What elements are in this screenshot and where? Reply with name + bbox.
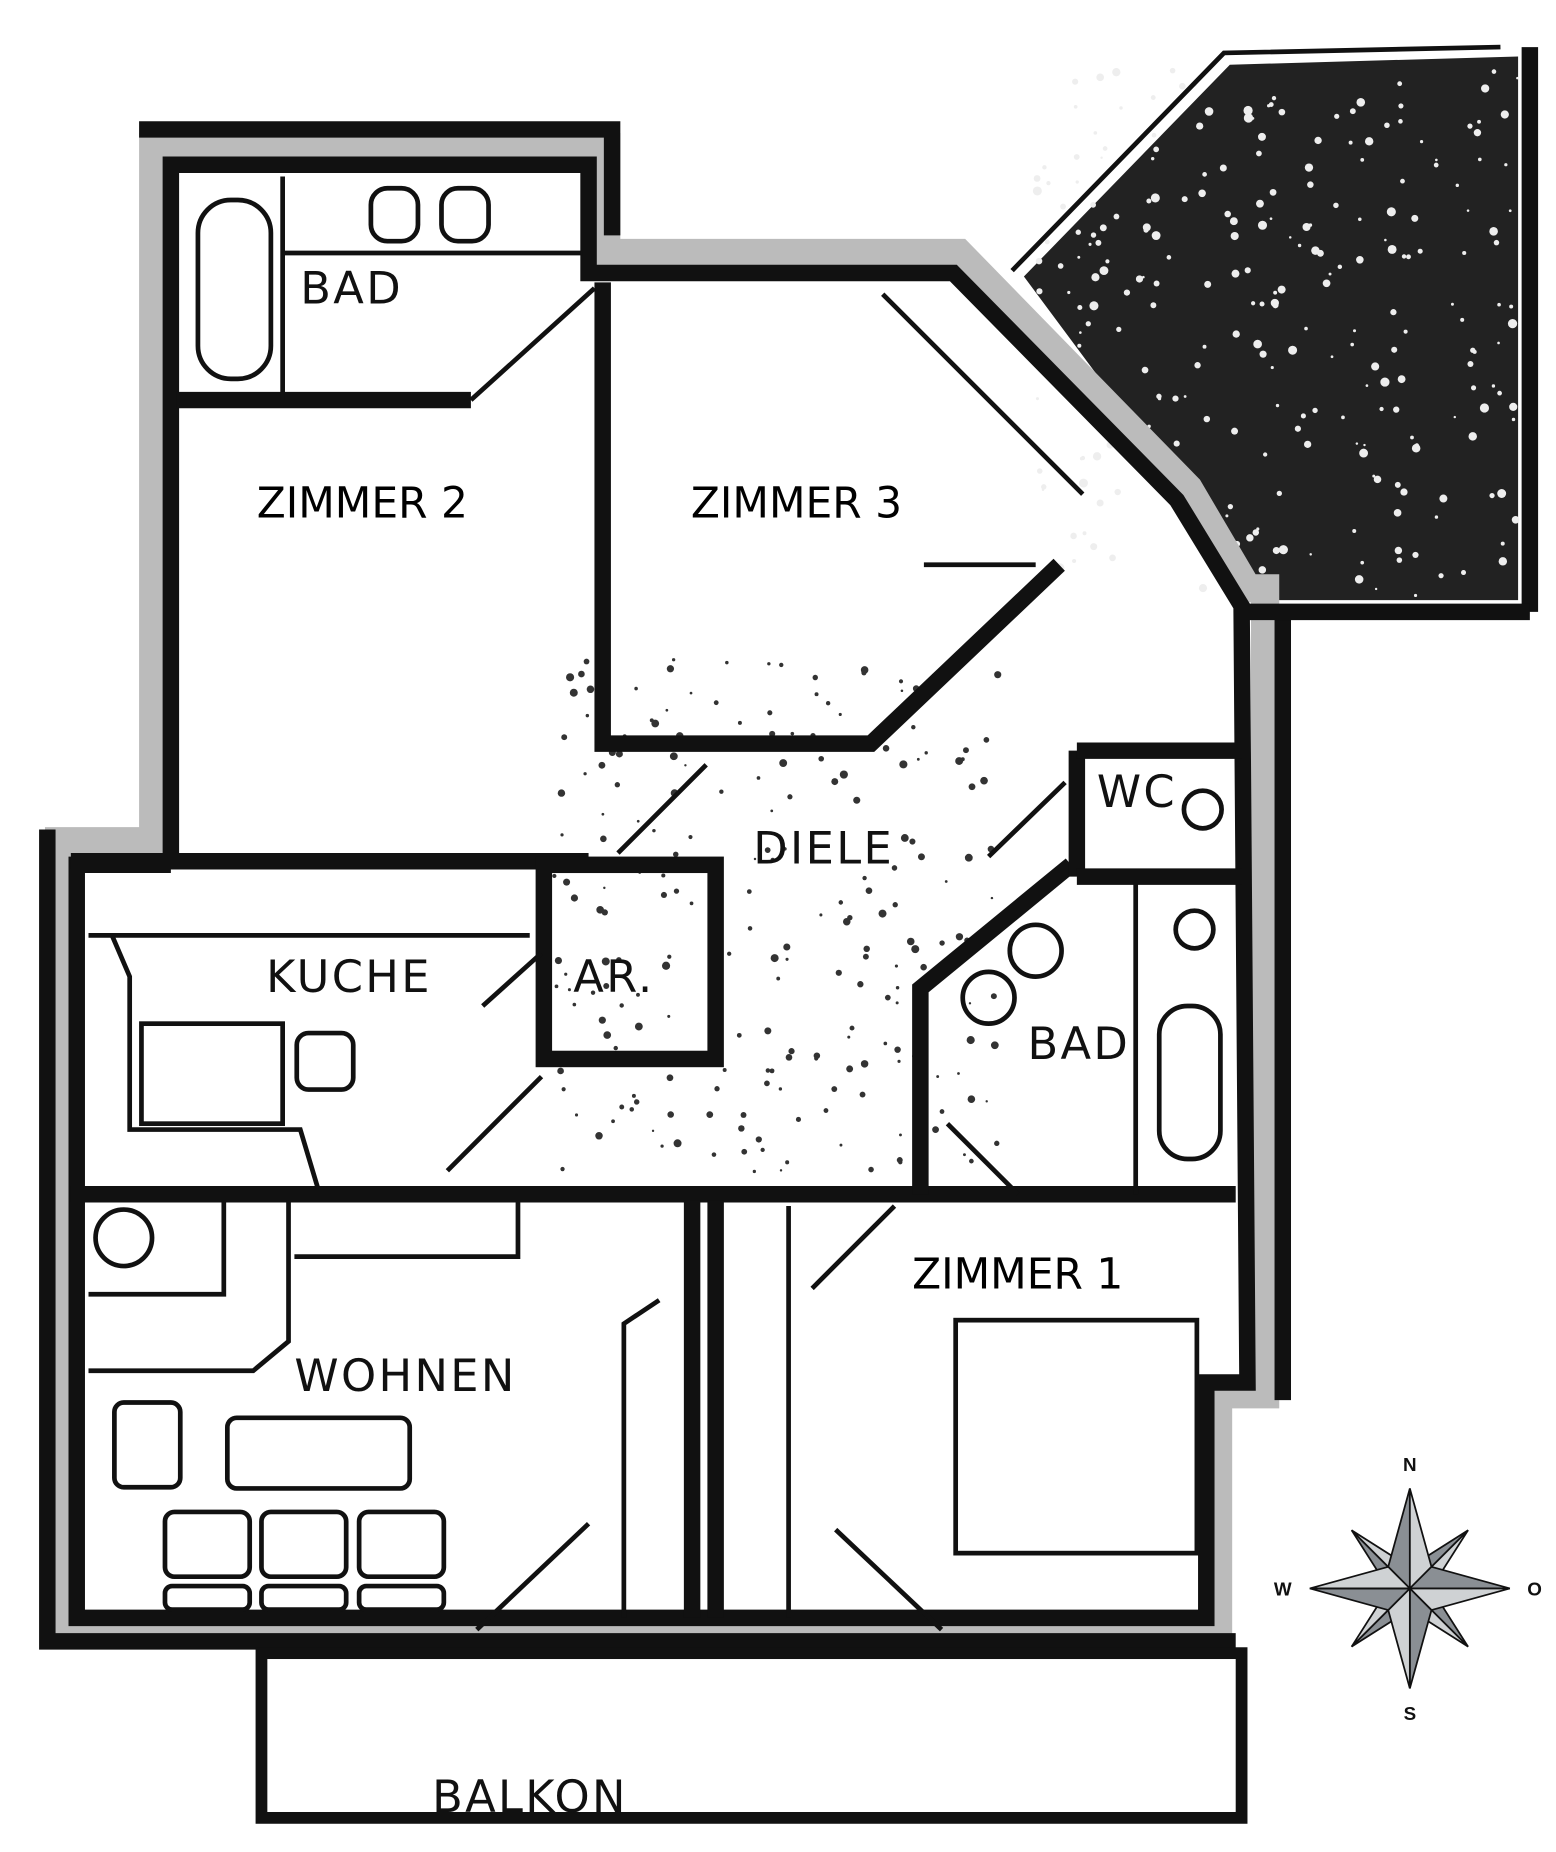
room-label-diele: DIELE <box>753 822 894 875</box>
compass-s: S <box>1404 1703 1417 1724</box>
room-label-ar: AR. <box>573 950 654 1003</box>
room-label-balkon: BALKON <box>432 1770 628 1823</box>
speckle-pattern <box>552 67 1520 1174</box>
room-label-wohnen: WOHNEN <box>294 1349 516 1402</box>
compass-o: O <box>1527 1578 1542 1599</box>
compass-point <box>1309 1565 1412 1590</box>
compass-n: N <box>1403 1454 1417 1475</box>
shaded-area <box>1023 56 1519 601</box>
room-label-bad-right: BAD <box>1027 1017 1130 1070</box>
interior-walls <box>70 176 1242 1618</box>
outer-walls <box>39 44 1539 1650</box>
balcony-outline <box>255 1647 1248 1824</box>
room-label-wc: WC <box>1097 765 1177 818</box>
room-label-zimmer-3: ZIMMER 3 <box>691 479 902 528</box>
bathtub-icon <box>195 197 274 382</box>
room-label-bad-top: BAD <box>300 262 403 315</box>
room-label-zimmer-2: ZIMMER 2 <box>257 479 468 528</box>
toilet-icon <box>1181 788 1224 831</box>
compass-w: W <box>1274 1578 1292 1599</box>
fixtures <box>88 185 1224 1618</box>
room-label-zimmer-1: ZIMMER 1 <box>912 1249 1123 1298</box>
doors <box>445 286 1085 1632</box>
compass-rose-icon: N S W O <box>1274 1454 1542 1724</box>
room-label-kueche: KUCHE <box>266 950 432 1003</box>
bathtub-icon <box>1156 1003 1223 1162</box>
